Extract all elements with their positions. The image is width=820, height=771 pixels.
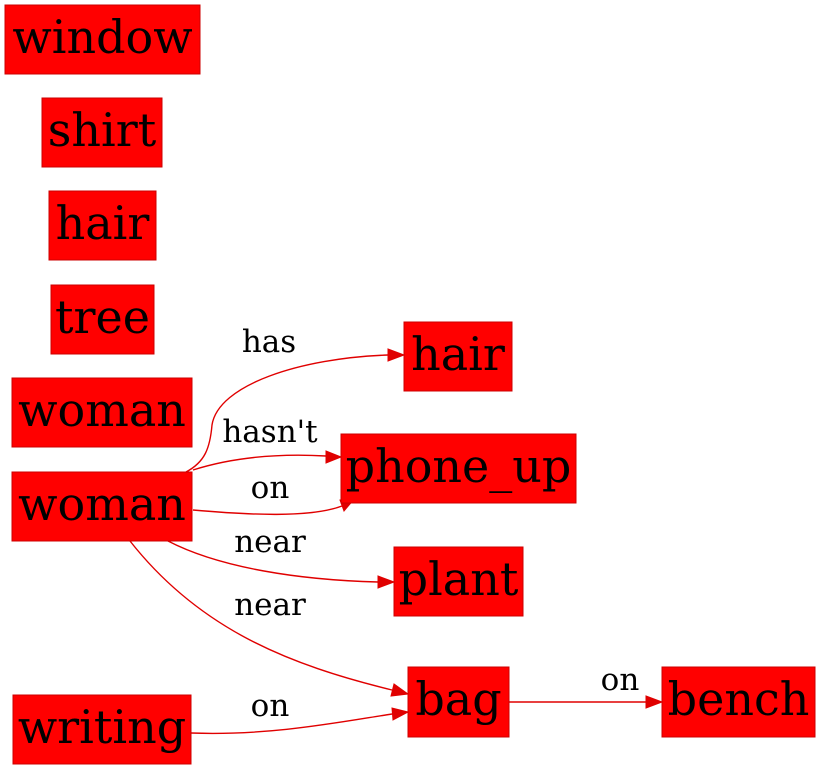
node-label-writing: writing — [18, 700, 186, 754]
node-label-woman-1: woman — [18, 383, 186, 437]
node-woman-1: woman — [11, 377, 193, 448]
node-label-window: window — [12, 10, 192, 64]
node-label-plant: plant — [399, 552, 519, 606]
edge-writing-on-bag: on — [190, 688, 410, 735]
node-bench: bench — [661, 666, 816, 738]
node-label-hair-1: hair — [56, 196, 150, 250]
edge-label-has: has — [242, 324, 296, 360]
node-phone-up: phone_up — [340, 433, 577, 504]
node-label-bag: bag — [415, 672, 501, 726]
node-hair-2: hair — [403, 321, 513, 392]
node-shirt: shirt — [41, 97, 163, 168]
edge-label-on-bag: on — [251, 688, 290, 724]
edge-bag-on-bench: on — [509, 662, 664, 709]
edge-woman-has-hair: has — [185, 324, 406, 473]
edge-label-near-plant: near — [234, 524, 306, 560]
node-tree: tree — [50, 284, 155, 355]
node-label-bench: bench — [668, 672, 810, 726]
node-label-shirt: shirt — [48, 103, 157, 157]
node-label-phone-up: phone_up — [346, 439, 572, 493]
node-writing: writing — [12, 694, 192, 765]
node-label-hair-2: hair — [411, 327, 505, 381]
node-window: window — [4, 4, 201, 75]
node-plant: plant — [393, 546, 524, 617]
edge-label-on-phone: on — [251, 470, 290, 506]
edge-label-hasnt: hasn't — [222, 414, 318, 450]
node-bag: bag — [407, 666, 510, 738]
edge-label-near-bag: near — [234, 587, 306, 623]
edge-woman-on-phone: on — [192, 470, 357, 516]
node-label-woman-2: woman — [18, 477, 186, 531]
node-label-tree: tree — [55, 290, 150, 344]
node-woman-2: woman — [11, 471, 193, 542]
edge-woman-hasnt-phone: hasn't — [192, 414, 343, 471]
edge-woman-near-plant: near — [167, 524, 396, 589]
edge-label-on-bench: on — [601, 662, 640, 698]
node-hair-1: hair — [48, 190, 157, 261]
edge-woman-near-bag: near — [129, 540, 410, 697]
